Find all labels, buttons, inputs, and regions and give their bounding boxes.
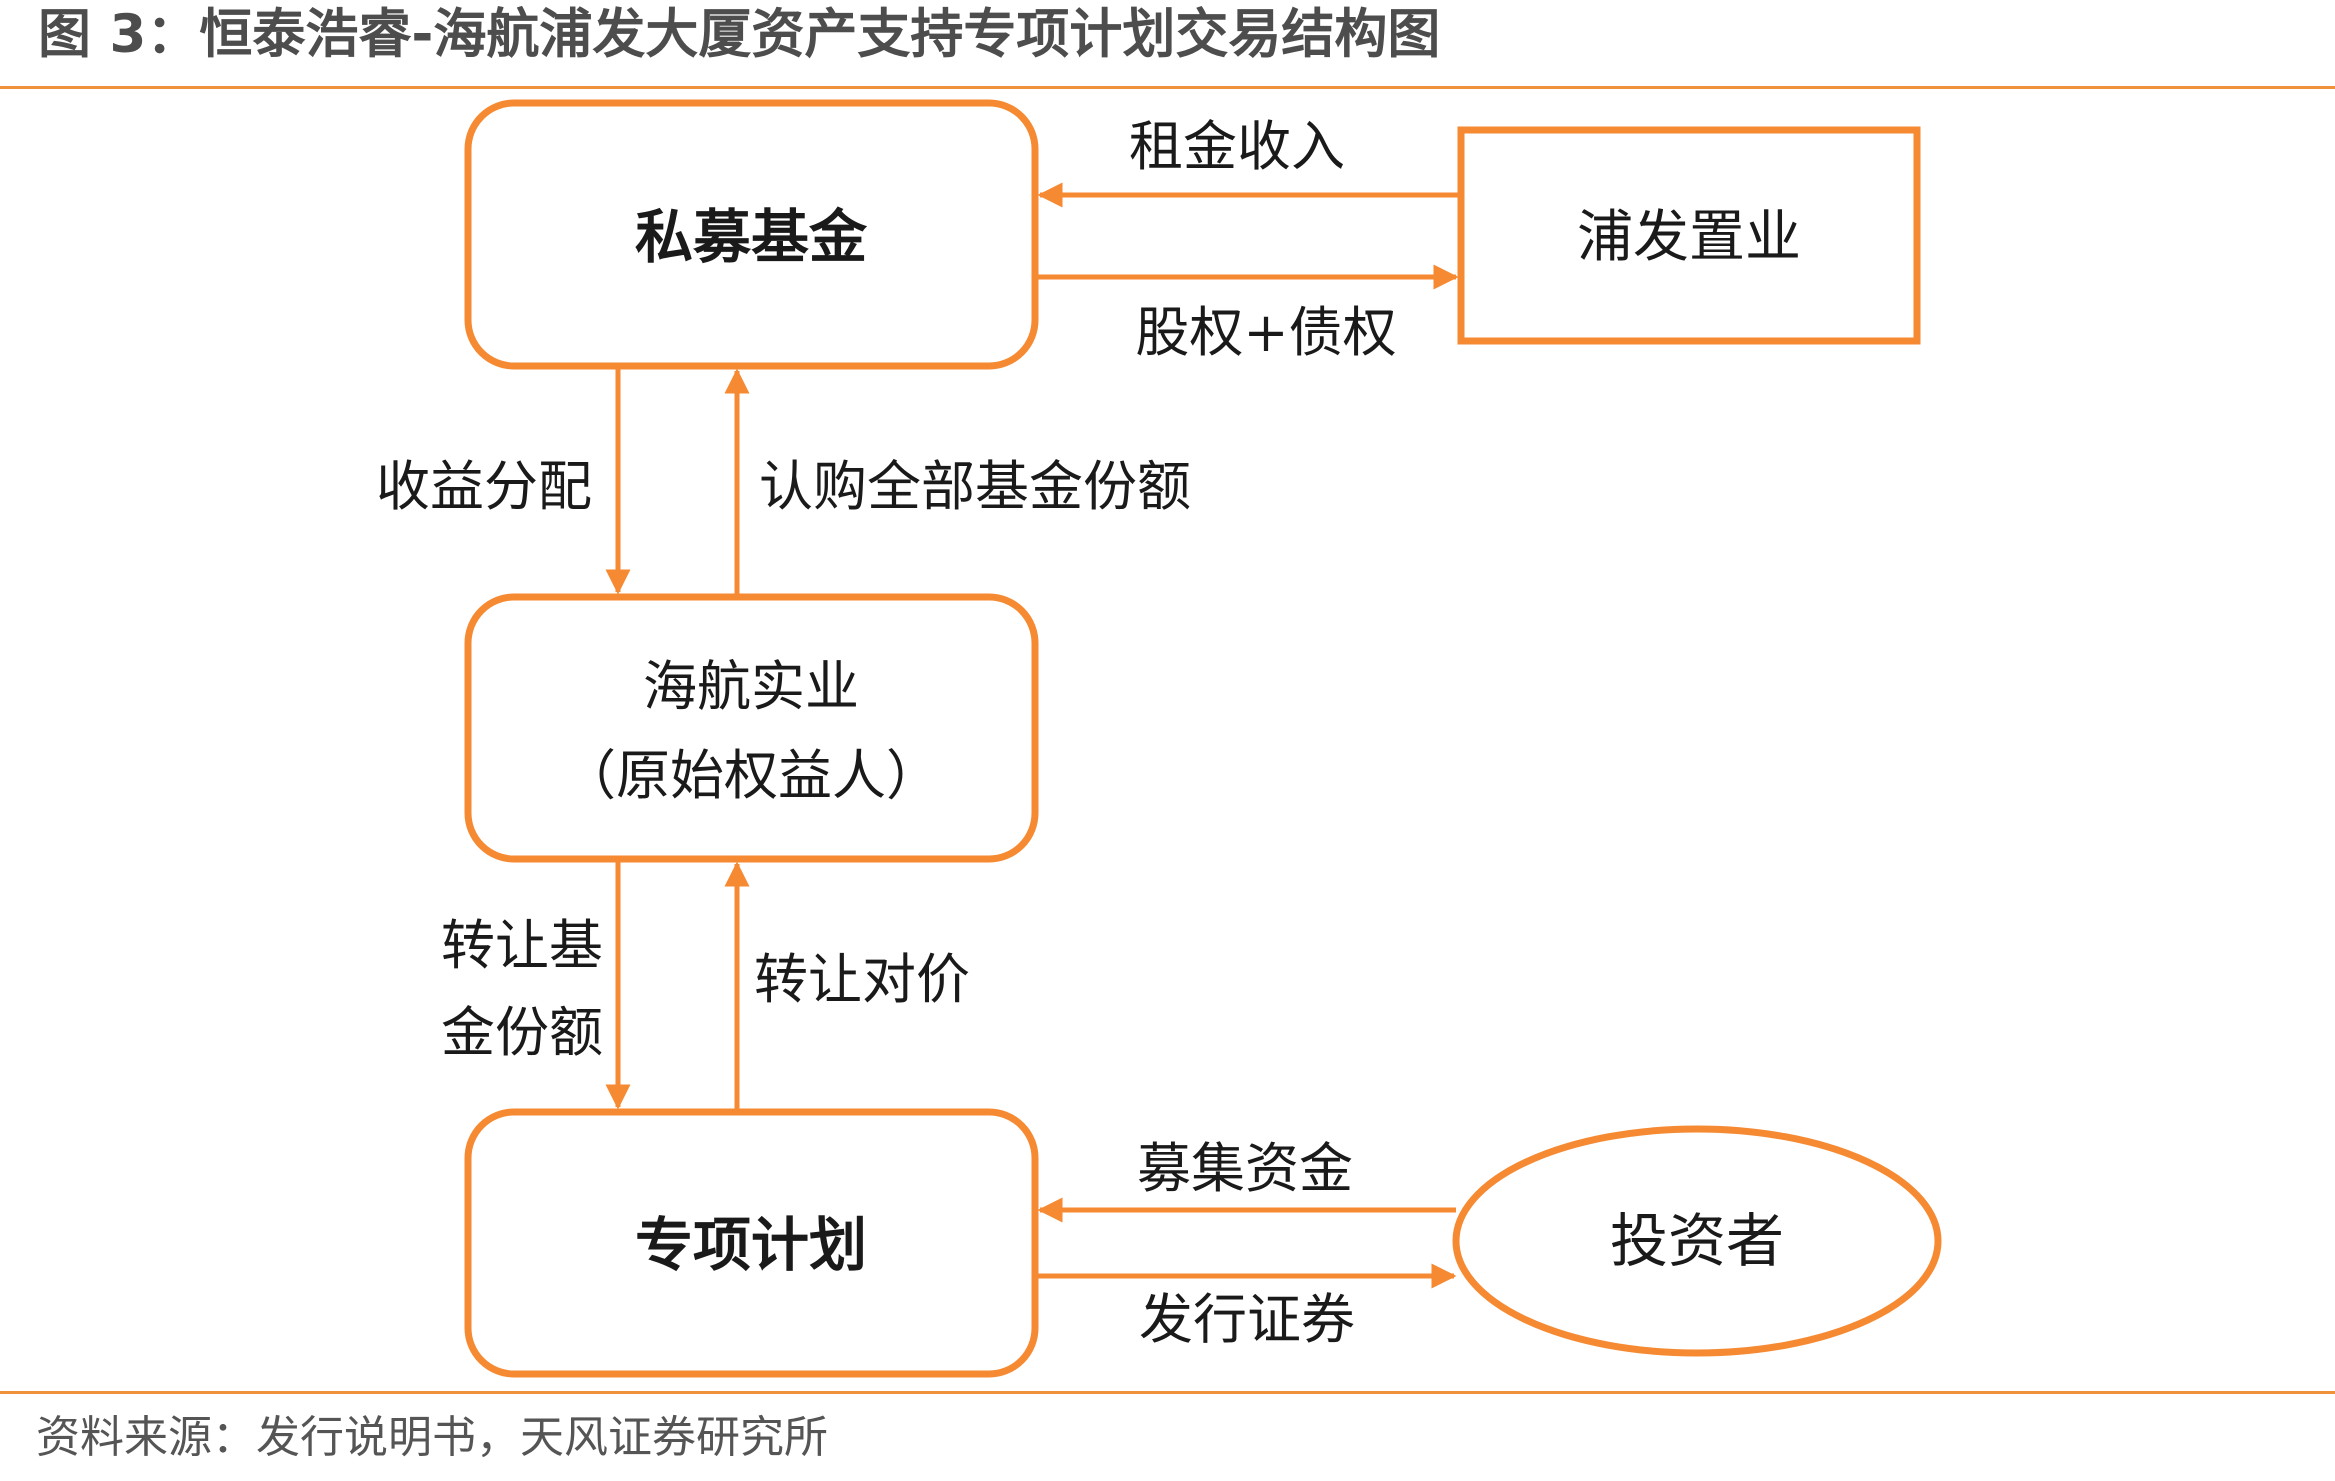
node-hna-industry: 海航实业 （原始权益人） <box>464 593 1039 863</box>
edge-transfer-consideration-label: 转让对价 <box>754 948 970 1011</box>
node-private-fund: 私募基金 <box>464 99 1039 370</box>
node-private-fund-label: 私募基金 <box>635 203 868 271</box>
edge-transfer-fund-shares-label-line1: 转让基 <box>441 914 603 977</box>
edge-transfer-fund-shares-label-line2: 金份额 <box>441 1001 603 1064</box>
edge-subscribe-all-shares-label: 认购全部基金份额 <box>759 455 1191 518</box>
node-hna-industry-role: （原始权益人） <box>562 744 940 807</box>
edge-equity-debt-label: 股权+债权 <box>1135 301 1396 364</box>
edge-raise-funds-label: 募集资金 <box>1137 1137 1353 1200</box>
node-pufa-property: 浦发置业 <box>1457 126 1921 345</box>
bottom-divider <box>0 1391 2335 1394</box>
top-divider <box>0 86 2335 89</box>
node-pufa-property-label: 浦发置业 <box>1577 205 1801 270</box>
node-hna-industry-label: 海航实业 <box>643 655 859 718</box>
node-special-plan: 专项计划 <box>464 1108 1039 1378</box>
figure-title: 图 3：恒泰浩睿-海航浦发大厦资产支持专项计划交易结构图 <box>38 4 1441 65</box>
node-investors-label: 投资者 <box>1610 1207 1784 1275</box>
node-investors: 投资者 <box>1452 1125 1942 1357</box>
edge-issue-securities-label: 发行证券 <box>1139 1288 1355 1351</box>
figure-source: 资料来源：发行说明书，天风证券研究所 <box>36 1412 828 1463</box>
edge-rent-income-label: 租金收入 <box>1129 115 1345 178</box>
edge-income-distribution-label: 收益分配 <box>376 455 592 518</box>
node-special-plan-label: 专项计划 <box>635 1211 867 1279</box>
